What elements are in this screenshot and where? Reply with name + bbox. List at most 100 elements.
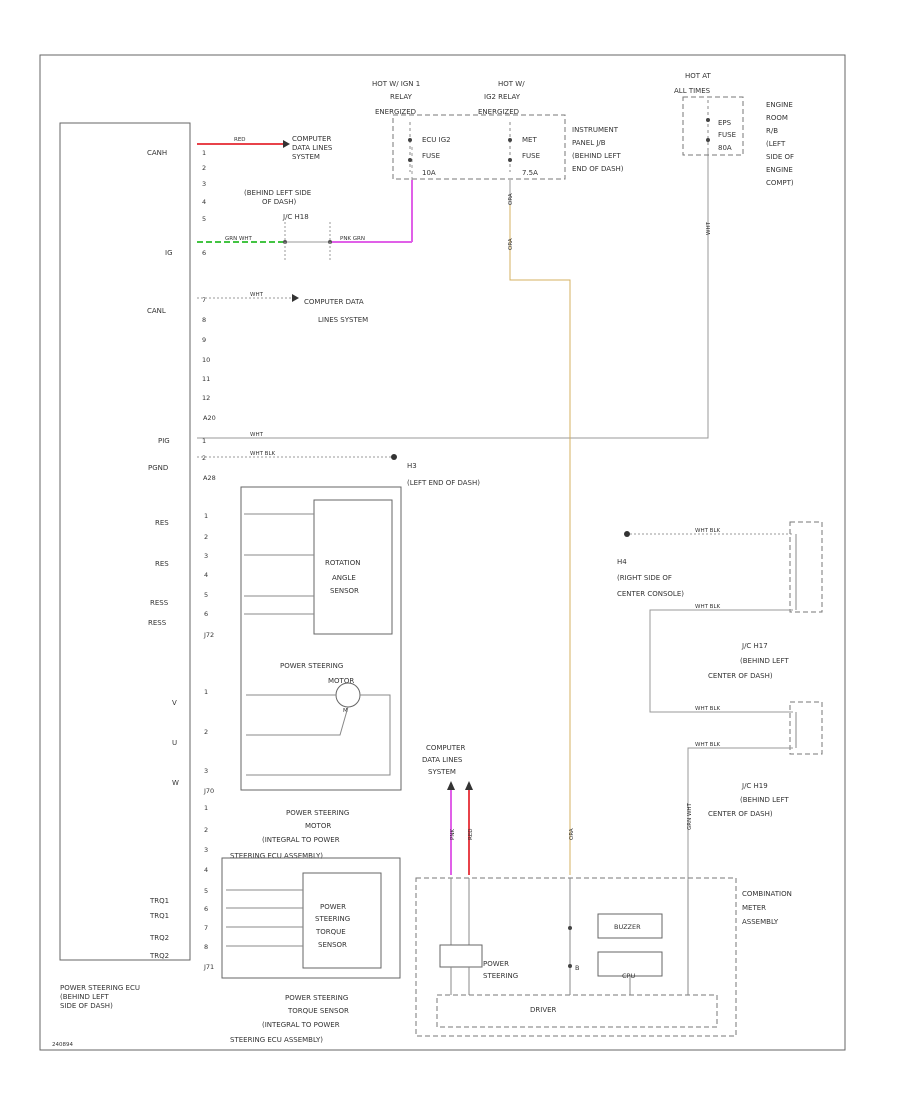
svg-text:MOTOR: MOTOR <box>328 677 354 685</box>
svg-text:CENTER OF DASH): CENTER OF DASH) <box>708 810 773 818</box>
svg-text:MOTOR: MOTOR <box>305 822 331 830</box>
ecu-label: POWER STEERING ECU (BEHIND LEFT SIDE OF … <box>60 984 140 1010</box>
svg-text:1: 1 <box>204 804 208 812</box>
svg-text:(BEHIND LEFT: (BEHIND LEFT <box>60 993 109 1001</box>
svg-text:INSTRUMENT: INSTRUMENT <box>572 126 619 134</box>
pig-line <box>197 150 709 439</box>
svg-text:ENGINE: ENGINE <box>766 101 793 109</box>
can-interface-box <box>439 944 483 968</box>
svg-text:5: 5 <box>204 887 208 895</box>
svg-text:POWER STEERING ECU: POWER STEERING ECU <box>60 984 140 992</box>
svg-text:WHT BLK: WHT BLK <box>695 604 721 610</box>
rotation-sensor-label: ROTATION ANGLE SENSOR <box>325 559 360 595</box>
svg-text:PGND: PGND <box>148 464 168 472</box>
svg-text:5: 5 <box>202 215 206 223</box>
orange-meter-wire: ORA ORA ORA <box>508 180 575 875</box>
svg-text:BUZZER: BUZZER <box>614 923 641 931</box>
svg-text:SYSTEM: SYSTEM <box>428 768 456 776</box>
ps-motor-symbol: M <box>246 682 391 776</box>
svg-text:(INTEGRAL TO POWER: (INTEGRAL TO POWER <box>262 1021 340 1029</box>
torque-sensor-wires <box>226 889 303 947</box>
svg-text:ORA: ORA <box>508 193 514 205</box>
svg-text:J72: J72 <box>203 631 214 639</box>
ground-h4: WHT BLK H4 (RIGHT SIDE OF CENTER CONSOLE… <box>617 528 793 598</box>
svg-text:MET: MET <box>522 136 537 144</box>
svg-text:WHT: WHT <box>250 292 264 298</box>
svg-text:STEERING: STEERING <box>315 915 350 923</box>
svg-text:SIDE OF: SIDE OF <box>766 153 794 161</box>
svg-text:COMPUTER: COMPUTER <box>426 744 465 752</box>
svg-text:STEERING ECU ASSEMBLY): STEERING ECU ASSEMBLY) <box>230 1036 323 1044</box>
svg-text:IG2 RELAY: IG2 RELAY <box>484 93 521 101</box>
svg-text:R/B: R/B <box>766 127 778 135</box>
svg-text:RESS: RESS <box>150 599 169 607</box>
svg-text:HOT W/ IGN 1: HOT W/ IGN 1 <box>372 80 420 88</box>
svg-text:1: 1 <box>202 437 206 445</box>
svg-text:TRQ1: TRQ1 <box>149 897 169 905</box>
svg-text:3: 3 <box>204 767 208 775</box>
jc-h17-box <box>789 521 823 613</box>
svg-text:DRIVER: DRIVER <box>530 1006 557 1014</box>
svg-text:PNK: PNK <box>450 829 456 840</box>
svg-text:COMPUTER: COMPUTER <box>292 135 331 143</box>
svg-text:M: M <box>343 708 348 714</box>
svg-text:CPU: CPU <box>622 972 635 980</box>
svg-text:WHT BLK: WHT BLK <box>250 451 276 457</box>
svg-text:5: 5 <box>204 591 208 599</box>
svg-text:J/C H18: J/C H18 <box>282 213 309 221</box>
svg-text:7: 7 <box>202 296 206 304</box>
svg-text:ROOM: ROOM <box>766 114 788 122</box>
buzzer-box <box>597 913 663 939</box>
svg-text:HOT AT: HOT AT <box>685 72 712 80</box>
svg-text:9: 9 <box>202 336 206 344</box>
svg-text:2: 2 <box>204 533 208 541</box>
svg-text:TRQ1: TRQ1 <box>149 912 169 920</box>
svg-text:SENSOR: SENSOR <box>330 587 359 595</box>
svg-text:RESS: RESS <box>148 619 167 627</box>
connector-j72-pins: 1 2 3 4 5 6 J72 1 2 3 J70 <box>203 512 214 795</box>
svg-text:PANEL J/B: PANEL J/B <box>572 139 606 147</box>
svg-text:ECU IG2: ECU IG2 <box>422 136 451 144</box>
svg-text:COMPUTER DATA: COMPUTER DATA <box>304 298 364 306</box>
svg-text:FUSE: FUSE <box>522 152 540 160</box>
svg-text:POWER STEERING: POWER STEERING <box>285 994 348 1002</box>
svg-text:A20: A20 <box>203 414 216 422</box>
svg-text:FUSE: FUSE <box>422 152 440 160</box>
svg-text:WHT: WHT <box>250 432 264 438</box>
diagram-frame <box>39 54 846 1051</box>
svg-text:(LEFT END OF DASH): (LEFT END OF DASH) <box>407 479 480 487</box>
torque-integral-label: POWER STEERING TORQUE SENSOR (INTEGRAL T… <box>230 994 349 1044</box>
svg-text:GRN WHT: GRN WHT <box>225 236 253 242</box>
svg-text:(BEHIND LEFT: (BEHIND LEFT <box>740 796 789 804</box>
svg-text:END OF DASH): END OF DASH) <box>572 165 624 173</box>
svg-text:ASSEMBLY: ASSEMBLY <box>742 918 779 926</box>
svg-text:WHT BLK: WHT BLK <box>695 528 721 534</box>
svg-text:DATA LINES: DATA LINES <box>292 144 333 152</box>
svg-text:RES: RES <box>155 560 169 568</box>
svg-text:J/C H19: J/C H19 <box>741 782 768 790</box>
svg-text:CANL: CANL <box>147 307 166 315</box>
svg-text:POWER STEERING: POWER STEERING <box>286 809 349 817</box>
meter-internal-box <box>436 994 718 1028</box>
svg-text:3: 3 <box>204 846 208 854</box>
svg-text:80A: 80A <box>718 144 732 152</box>
svg-text:TORQUE SENSOR: TORQUE SENSOR <box>287 1007 349 1015</box>
svg-text:J70: J70 <box>203 787 214 795</box>
svg-text:(BEHIND LEFT: (BEHIND LEFT <box>740 657 789 665</box>
can-arrow-icon-1 <box>447 781 455 790</box>
svg-text:WHT BLK: WHT BLK <box>695 706 721 712</box>
svg-text:ENGINE: ENGINE <box>766 166 793 174</box>
svg-text:6: 6 <box>204 905 208 913</box>
svg-text:1: 1 <box>202 149 206 157</box>
svg-text:H3: H3 <box>407 462 417 470</box>
svg-text:ENERGIZED: ENERGIZED <box>375 108 416 116</box>
svg-text:A28: A28 <box>203 474 216 482</box>
svg-text:CANH: CANH <box>147 149 167 157</box>
svg-text:2: 2 <box>202 164 206 172</box>
svg-text:EPS: EPS <box>718 119 732 127</box>
svg-text:ANGLE: ANGLE <box>332 574 356 582</box>
svg-text:IG: IG <box>165 249 173 257</box>
svg-text:ALL TIMES: ALL TIMES <box>674 87 711 95</box>
canl-arrow-icon <box>292 294 299 302</box>
